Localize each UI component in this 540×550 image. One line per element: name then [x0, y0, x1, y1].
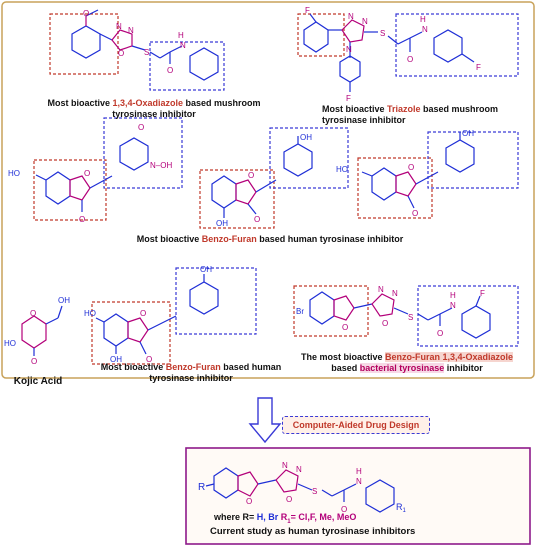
- outer-frame: [1, 1, 535, 379]
- atom-HO-bf3: HO: [336, 165, 348, 174]
- atom-OH-kojic: OH: [58, 296, 70, 305]
- red-box-4: [199, 169, 275, 229]
- atom-S-1: S: [144, 48, 149, 57]
- atom-N-t2: N: [362, 17, 368, 26]
- atom-O-bf2: O: [248, 171, 254, 180]
- atom-F-4: F: [480, 289, 485, 298]
- atom-HO-kojic: HO: [4, 339, 16, 348]
- atom-N-amide-1: N: [180, 41, 186, 50]
- caption-benzofuran-human-2: Most bioactive Benzo-Furan based human t…: [100, 362, 282, 383]
- structure-final: [205, 467, 395, 513]
- atom-H-2: H: [420, 15, 426, 24]
- atom-N-1: N: [116, 22, 122, 31]
- atom-HO-1: HO: [8, 169, 20, 178]
- atom-O-carbonyl-1: O: [167, 66, 173, 75]
- atom-N-amide-2: N: [422, 25, 428, 34]
- red-box-7: [293, 285, 369, 337]
- atom-H-1: H: [178, 31, 184, 40]
- structure-benzofuran-4: [91, 267, 257, 365]
- structure-benzofuran-oxadiazole: [293, 285, 519, 347]
- atom-OH-bf2-top: OH: [300, 133, 312, 142]
- atom-O-pyridone: O: [138, 123, 144, 132]
- blue-box-5: [427, 131, 519, 189]
- atom-Br-1: Br: [296, 307, 304, 316]
- atom-O-ring: O: [118, 49, 124, 58]
- atom-HO-bf4: HO: [84, 309, 96, 318]
- atom-O-bf2-keto: O: [254, 215, 260, 224]
- atom-O-bf4-keto: O: [146, 355, 152, 364]
- atom-S-final: S: [312, 487, 317, 496]
- atom-O-kojic-keto: O: [31, 357, 37, 366]
- red-box-5: [357, 157, 433, 219]
- atom-R: R: [198, 482, 205, 493]
- atom-S-2: S: [380, 29, 385, 38]
- atom-N-t3: N: [346, 45, 352, 54]
- atom-N-f1: N: [282, 461, 288, 470]
- final-study-line: Current study as human tyrosinase inhibi…: [210, 526, 416, 537]
- blue-box-7: [417, 285, 519, 347]
- atom-O-kojic-ring: O: [30, 309, 36, 318]
- blue-box-3: [103, 117, 183, 189]
- atom-H-final: H: [356, 467, 362, 476]
- caption-triazole: Most bioactive Triazole based mushroom t…: [322, 104, 499, 125]
- structure-oxadiazole: [49, 9, 225, 91]
- blue-box-2: [395, 13, 519, 77]
- atom-O-carbonyl-3: O: [437, 329, 443, 338]
- atom-N-t1: N: [348, 12, 354, 21]
- red-box-3: [33, 159, 107, 221]
- red-box-2: [297, 13, 345, 57]
- atom-F-3: F: [346, 94, 351, 103]
- atom-NOH: N–OH: [150, 161, 172, 170]
- atom-O-methoxy: O: [83, 9, 89, 18]
- blue-box-1: [149, 41, 225, 91]
- atom-O-final-ring: O: [286, 495, 292, 504]
- atom-R1: R1: [396, 502, 407, 514]
- atom-O-bf1-keto: O: [79, 215, 85, 224]
- atom-O-final-bf: O: [246, 497, 252, 506]
- atom-OH-bf4-top: OH: [200, 265, 212, 274]
- atom-O-carbonyl-2: O: [407, 55, 413, 64]
- atom-H-3: H: [450, 291, 456, 300]
- cadd-label: Computer-Aided Drug Design: [282, 416, 430, 434]
- atom-F-2: F: [476, 63, 481, 72]
- atom-F-1: F: [305, 6, 310, 15]
- structure-benzofuran-1: [33, 117, 183, 221]
- structure-benzofuran-2: [199, 127, 349, 229]
- atom-N-f2: N: [296, 465, 302, 474]
- atom-OH-bf4-bottom: OH: [110, 355, 122, 364]
- atom-O-bo-ring: O: [382, 319, 388, 328]
- down-arrow: [248, 397, 282, 444]
- atom-O-bf4: O: [140, 309, 146, 318]
- structure-benzofuran-3: [357, 131, 519, 219]
- atom-OH-bf3-top: OH: [462, 129, 474, 138]
- atom-OH-bf2-bottom: OH: [216, 219, 228, 228]
- atom-N-bo1: N: [378, 285, 384, 294]
- structure-kojic-acid: [21, 305, 63, 356]
- red-box-1: [49, 13, 119, 75]
- final-where-line: where R= H, Br R1= Cl,F, Me, MeO: [214, 512, 357, 525]
- blue-box-4: [269, 127, 349, 189]
- atom-O-bf3: O: [408, 163, 414, 172]
- final-frame: [185, 447, 531, 545]
- caption-benzofuran-human: Most bioactive Benzo-Furan based human t…: [136, 234, 404, 244]
- atom-N-bo2: N: [392, 289, 398, 298]
- caption-benzofuran-oxadiazole: The most bioactive Benzo-Furan 1,3,4-Oxa…: [300, 352, 514, 373]
- atom-S-3: S: [408, 313, 413, 322]
- caption-kojic-acid: Kojic Acid: [13, 376, 63, 387]
- caption-oxadiazole: Most bioactive 1,3,4-Oxadiazole based mu…: [47, 98, 261, 119]
- atom-N-amide-3: N: [450, 301, 456, 310]
- atom-O-final-carbonyl: O: [341, 505, 347, 514]
- atom-N-final-amide: N: [356, 477, 362, 486]
- structure-triazole: [297, 13, 519, 92]
- atom-O-bf3-keto: O: [412, 209, 418, 218]
- atom-O-bf5: O: [342, 323, 348, 332]
- atom-O-bf1: O: [84, 169, 90, 178]
- blue-box-6: [175, 267, 257, 335]
- atom-N-2: N: [128, 26, 134, 35]
